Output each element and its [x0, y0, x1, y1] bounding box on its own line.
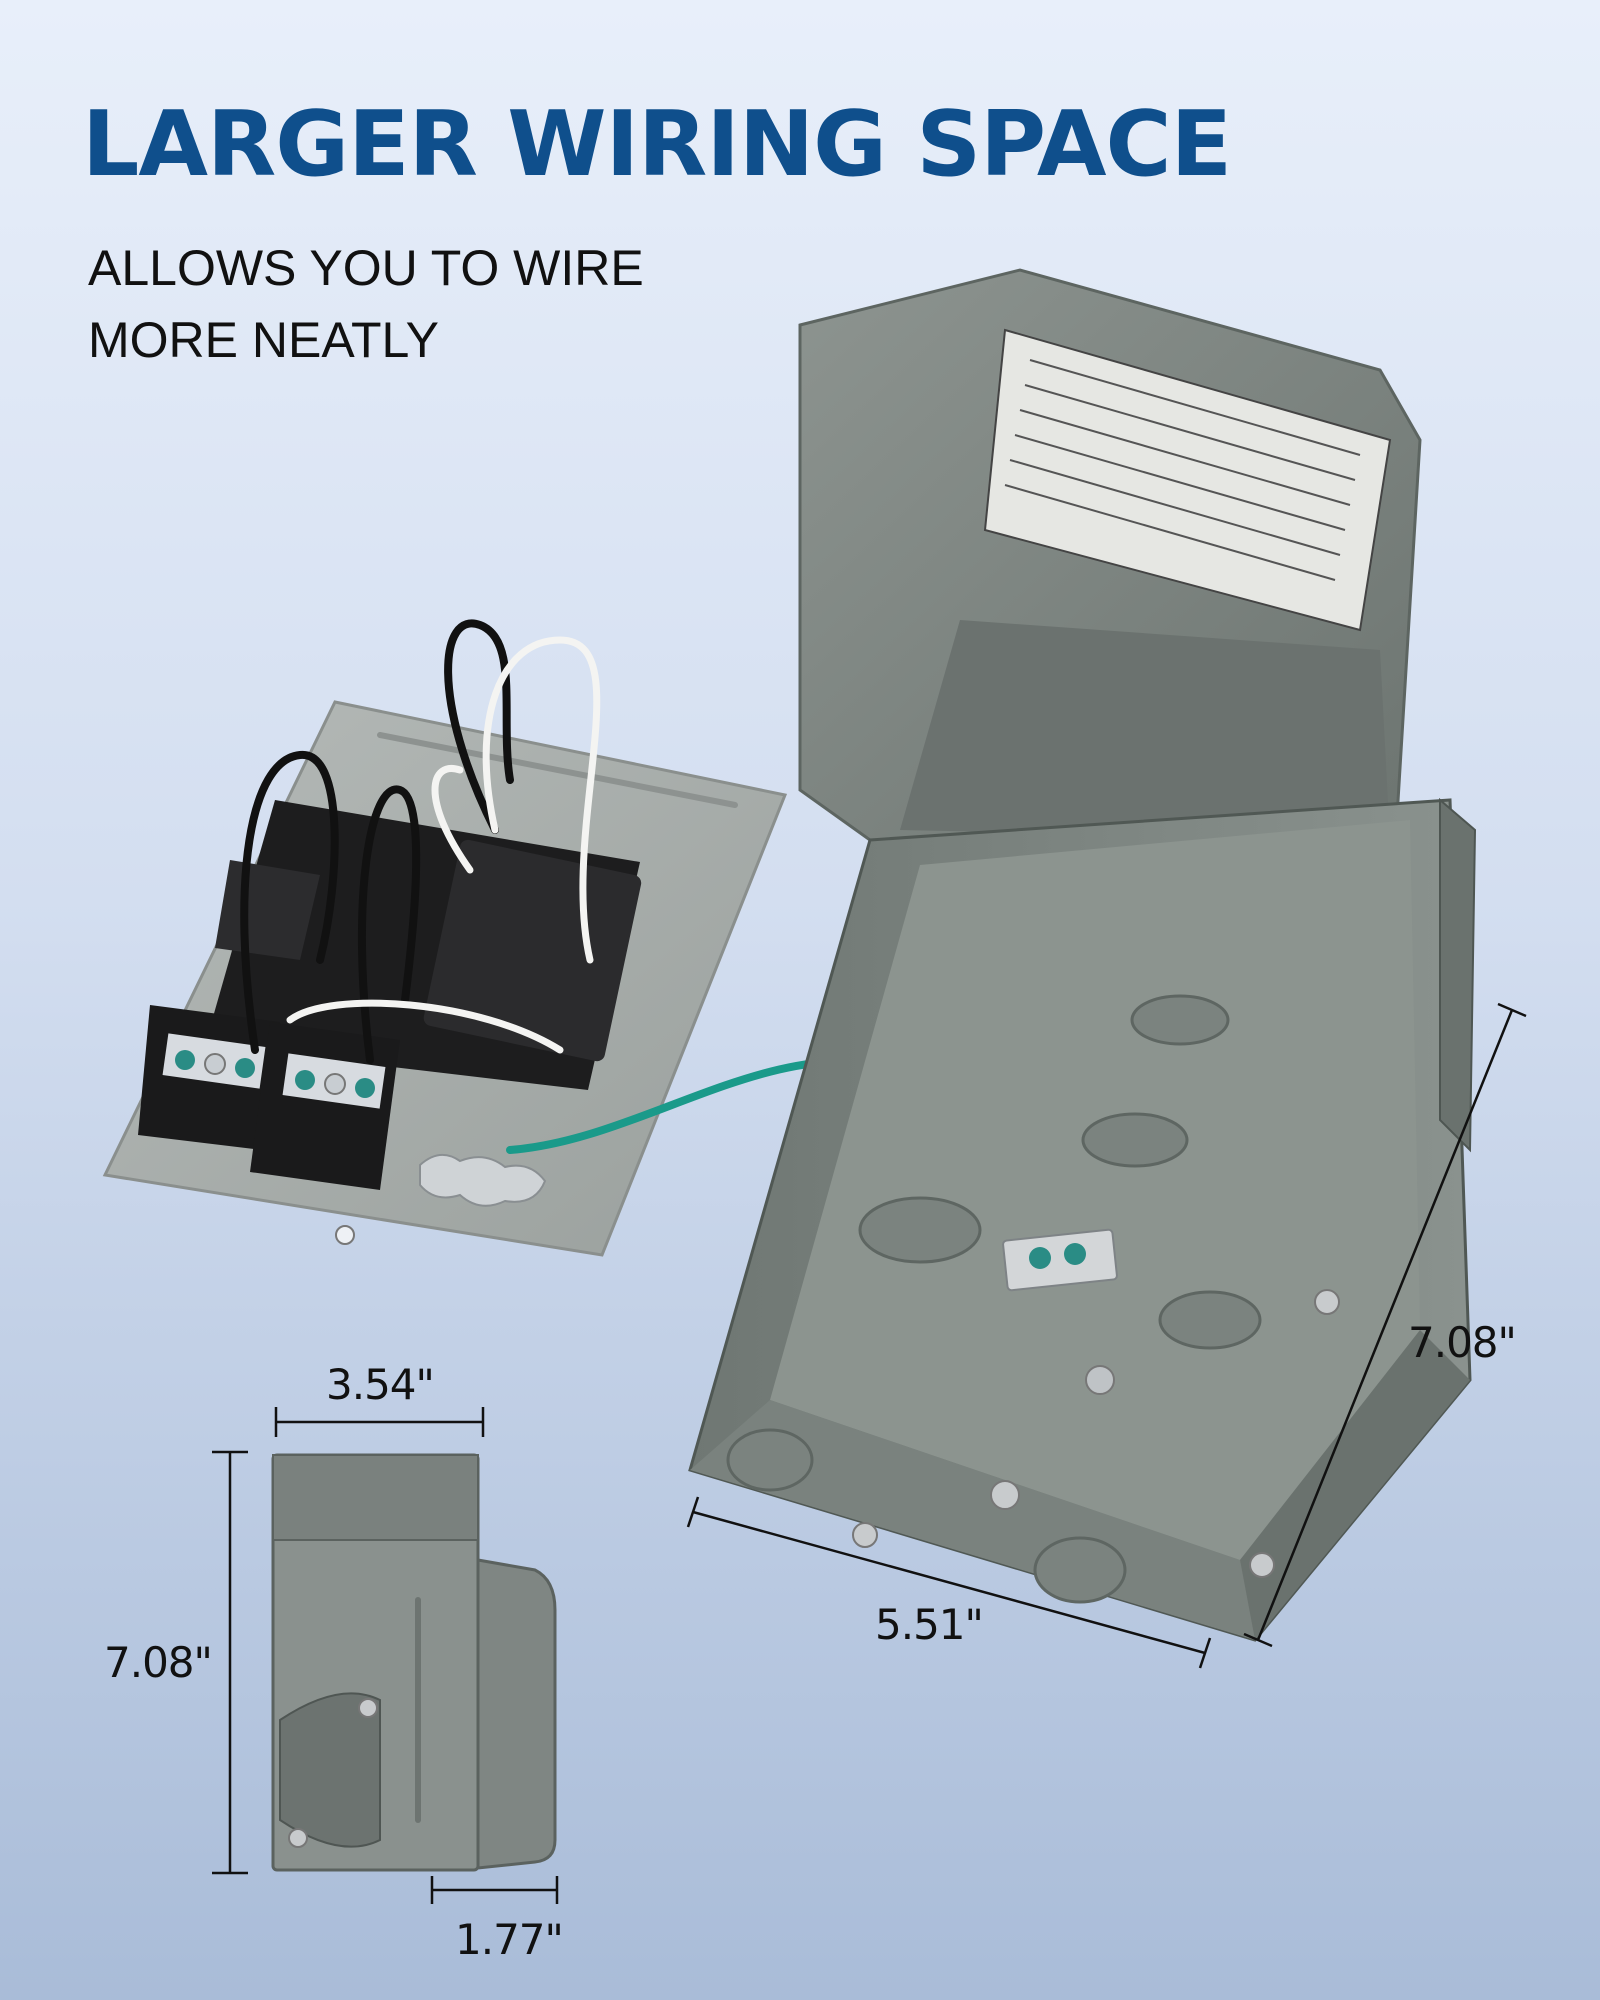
knockouts — [726, 994, 1262, 1604]
headline: LARGER WIRING SPACE — [82, 92, 1232, 197]
ground-bar — [1002, 1228, 1118, 1395]
subtitle: ALLOWS YOU TO WIRE MORE NEATLY — [88, 232, 644, 376]
dimension-height-box: 7.08" — [1408, 1318, 1517, 1367]
dimension-depth-side: 1.77" — [455, 1915, 564, 1964]
enclosure-lid — [798, 268, 1422, 852]
dimension-width-box: 5.51" — [875, 1600, 984, 1649]
enclosure-body — [688, 797, 1477, 1642]
ground-lug-clip — [419, 1154, 547, 1207]
dimension-height-side: 7.08" — [104, 1638, 213, 1687]
terminal-block-line — [138, 1005, 280, 1150]
caution-label — [983, 328, 1392, 632]
dimension-lines — [212, 1002, 1527, 1904]
subtitle-line-2: MORE NEATLY — [88, 312, 439, 368]
subtitle-line-1: ALLOWS YOU TO WIRE — [88, 240, 644, 296]
screws — [852, 1289, 1340, 1578]
terminal-block-neutral — [250, 1022, 400, 1190]
mounting-hole — [335, 1225, 355, 1245]
breaker-body — [205, 800, 642, 1090]
dimension-width-front: 3.54" — [326, 1360, 435, 1409]
side-view-enclosure — [271, 1453, 557, 1872]
